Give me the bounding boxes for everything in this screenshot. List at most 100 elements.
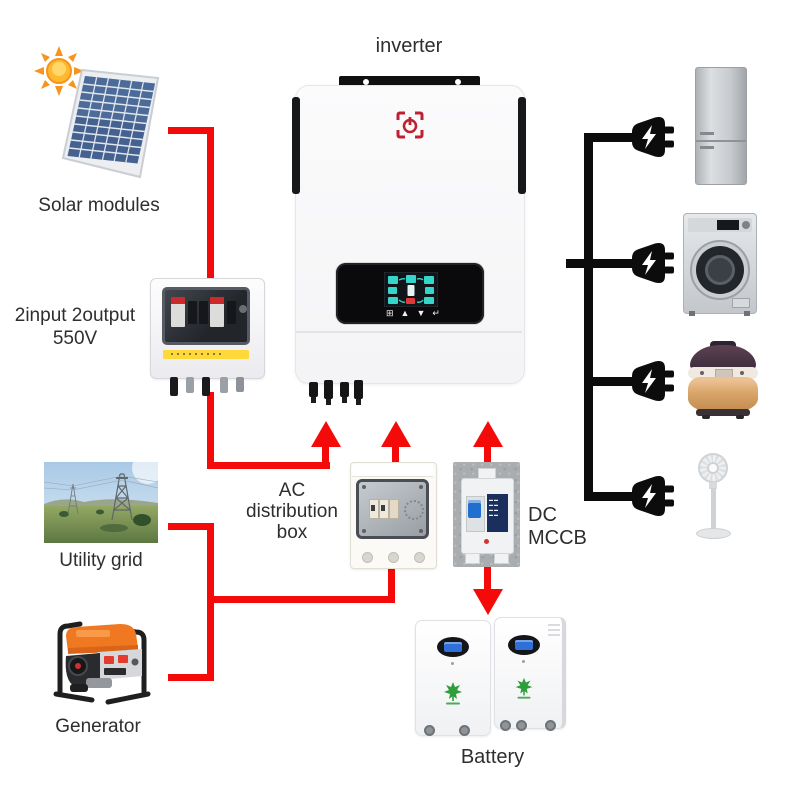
utility-grid-label: Utility grid [59,550,143,571]
combiner-breaker [199,301,208,324]
inverter-mc4-connector [340,382,349,403]
washer-display [717,220,739,230]
menu-button-icon: ⊞ [386,308,394,318]
battery-wheel [500,720,511,731]
wire-combiner-down [207,392,214,469]
inverter-mc4-connector [309,382,318,403]
fridge-door-split [696,140,746,142]
arrow-acbox-to-inverter [381,421,411,447]
washing-machine [683,213,757,316]
wire-appliance-bus [584,133,593,501]
wire-branch-washer [566,259,632,268]
cooker-body [688,377,758,413]
dc-mccb-label: DC MCCB [528,504,587,549]
inverter-brand-logo [396,111,424,139]
inverter-right-rail [518,97,526,194]
arrow-mccb-to-inverter [473,421,503,447]
wire-generator-horizontal [168,674,214,681]
wire-ac-arrow-shaft [392,445,399,466]
wire-pv-horizontal [168,127,214,134]
power-plug-icon [628,475,674,517]
inverter-seam [296,331,522,333]
wire-mccb-down-shaft [484,565,491,590]
combiner-breaker [171,297,185,327]
acbox-lid [352,464,433,477]
bracket-screw [363,79,369,85]
cooker-button [700,371,704,375]
washer-foot [689,311,695,316]
power-plug-icon [628,116,674,158]
acbox-gland [388,552,399,563]
washer-knob [742,221,750,229]
acbox-breaker-toggle [371,505,375,511]
wire-branch-fan [584,492,632,501]
wire-pv-arrow-shaft [322,445,329,469]
battery-indicator [522,660,525,663]
combiner-breaker [227,301,236,324]
generator [53,621,151,705]
fan-neck [709,482,717,489]
inverter-unit [295,85,525,384]
wire-combiner-horizontal [207,462,330,469]
acbox-screw [362,485,366,489]
combiner-knob [239,305,247,313]
acbox-breaker-toggle [381,505,385,511]
wire-pv-vertical [207,127,214,279]
acbox-screw [362,529,366,533]
battery-vents [548,624,560,638]
mccb-label-plate [487,494,508,532]
inverter-buttons: ⊞ ▲ ▼ ↵ [386,309,440,318]
utility-grid-photo [44,462,158,543]
cooker-foot [702,415,710,419]
cooker-button [740,371,744,375]
refrigerator [695,67,747,185]
combiner-connector [220,377,228,393]
battery-wheel [459,725,470,736]
battery-lcd [515,640,533,650]
combiner-connector [236,377,244,392]
solar-panel [61,68,160,179]
inverter-lcd-screen [384,272,438,307]
combiner-breaker [210,297,224,327]
arrow-mccb-to-battery [473,589,503,615]
power-plug-icon [628,242,674,284]
wire-mccb-up-shaft [484,445,491,464]
inverter-label: inverter [375,35,443,57]
fan-pole [711,488,716,530]
rice-cooker [688,341,758,419]
sun-icon [34,46,84,96]
inverter-left-rail [292,97,300,194]
acbox-coiled-wire [404,500,424,520]
wire-acbox-up [388,564,395,603]
cooker-foot [736,415,744,419]
battery-label: Battery [460,746,525,768]
bracket-screw [455,79,461,85]
inverter-mc4-connector [324,380,333,405]
combiner-connector [170,377,178,396]
battery-brand-logo [444,682,462,705]
down-button-icon: ▼ [416,308,426,318]
combiner-connector [186,377,194,393]
washer-door-glass [705,255,735,285]
wire-branch-cooker [584,377,632,386]
combiner-breaker [188,301,197,324]
washer-filter [732,298,750,308]
solar-modules-label: Solar modules [38,195,160,216]
cooker-base [696,409,750,416]
combiner-connector [202,377,210,396]
acbox-gland [362,552,373,563]
battery-wheel [424,725,435,736]
pedestal-fan [696,453,734,543]
generator-label: Generator [55,716,141,737]
wire-bus-to-acbox [207,596,395,603]
acbox-gland [414,552,425,563]
acbox-breaker [389,499,399,519]
acbox-screw [419,485,423,489]
mccb-label-text: ▬▬▬▬▬▬▬▬ [489,497,499,517]
battery-wheel [516,720,527,731]
fridge-handle [700,146,714,149]
fan-hub [707,462,719,474]
mccb-indicator [484,539,489,544]
combiner-warning-strip [163,350,249,359]
